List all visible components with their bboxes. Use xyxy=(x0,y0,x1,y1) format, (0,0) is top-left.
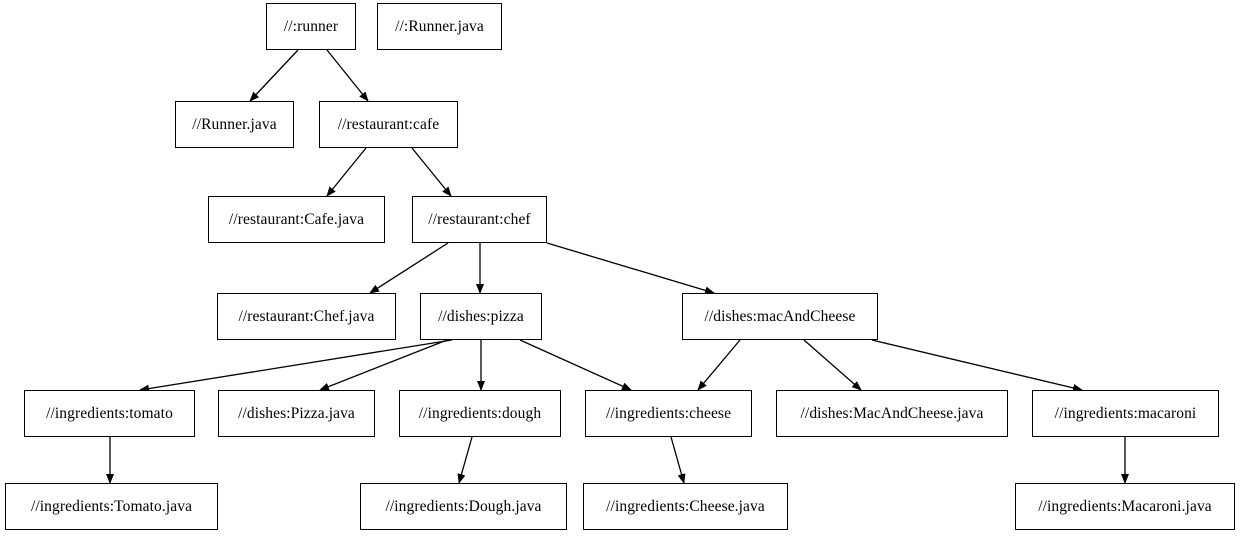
graph-node-macandcheese_java[interactable]: //dishes:MacAndCheese.java xyxy=(776,390,1008,437)
graph-node-cheese[interactable]: //ingredients:cheese xyxy=(585,390,752,437)
graph-node-label: //ingredients:macaroni xyxy=(1054,404,1197,422)
graph-node-label: //restaurant:cafe xyxy=(337,115,440,133)
graph-node-label: //ingredients:cheese xyxy=(605,404,732,422)
graph-node-label: //restaurant:Chef.java xyxy=(238,307,375,325)
graph-node-label: //ingredients:tomato xyxy=(46,404,173,422)
graph-node-runner_java[interactable]: //Runner.java xyxy=(175,101,294,148)
graph-edge-runner-to-cafe xyxy=(326,49,369,102)
graph-node-label: //restaurant:Cafe.java xyxy=(228,210,365,228)
graph-edge-pizza-to-cheese xyxy=(519,339,632,391)
graph-node-label: //:Runner.java xyxy=(395,17,484,35)
graph-node-pizza_java[interactable]: //dishes:Pizza.java xyxy=(218,390,375,437)
graph-edge-chef-to-chef_java xyxy=(369,242,449,294)
graph-node-label: //dishes:Pizza.java xyxy=(238,404,355,422)
graph-node-label: //ingredients:dough xyxy=(418,404,542,422)
graph-node-tomato_java[interactable]: //ingredients:Tomato.java xyxy=(5,483,218,530)
graph-node-runner_java_root[interactable]: //:Runner.java xyxy=(377,3,502,50)
graph-edge-macandcheese-to-macaroni xyxy=(871,339,1083,392)
graph-node-label: //ingredients:Tomato.java xyxy=(30,497,193,515)
graph-node-label: //Runner.java xyxy=(192,115,277,133)
graph-node-tomato[interactable]: //ingredients:tomato xyxy=(24,390,195,437)
graph-edge-cheese-to-cheese_java xyxy=(670,436,686,484)
graph-node-label: //ingredients:Macaroni.java xyxy=(1038,497,1212,515)
graph-node-label: //ingredients:Dough.java xyxy=(385,497,542,515)
graph-node-pizza[interactable]: //dishes:pizza xyxy=(420,293,542,340)
graph-node-macaroni_java[interactable]: //ingredients:Macaroni.java xyxy=(1015,483,1235,530)
graph-edge-dough-to-dough_java xyxy=(457,436,473,484)
graph-node-label: //restaurant:chef xyxy=(428,210,531,228)
graph-node-macaroni[interactable]: //ingredients:macaroni xyxy=(1032,390,1219,437)
graph-node-chef[interactable]: //restaurant:chef xyxy=(412,196,547,243)
graph-node-chef_java[interactable]: //restaurant:Chef.java xyxy=(217,293,396,340)
graph-edge-pizza-to-pizza_java xyxy=(319,339,448,391)
graph-node-dough_java[interactable]: //ingredients:Dough.java xyxy=(360,483,567,530)
graph-edge-pizza-to-tomato xyxy=(139,339,453,393)
graph-node-label: //dishes:macAndCheese xyxy=(704,307,856,325)
graph-node-runner[interactable]: //:runner xyxy=(266,3,356,50)
graph-node-label: //:runner xyxy=(283,17,339,35)
graph-edge-macandcheese-to-macandcheese_java xyxy=(803,339,862,391)
graph-edge-macandcheese-to-cheese xyxy=(697,339,741,391)
graph-node-cafe[interactable]: //restaurant:cafe xyxy=(319,101,458,148)
graph-node-cheese_java[interactable]: //ingredients:Cheese.java xyxy=(583,483,788,530)
graph-node-cafe_java[interactable]: //restaurant:Cafe.java xyxy=(208,196,385,243)
graph-node-dough[interactable]: //ingredients:dough xyxy=(399,390,561,437)
graph-node-label: //dishes:pizza xyxy=(438,307,524,325)
graph-edge-chef-to-macandcheese xyxy=(546,242,715,295)
graph-node-label: //ingredients:Cheese.java xyxy=(606,497,765,515)
graph-node-label: //dishes:MacAndCheese.java xyxy=(800,404,984,422)
graph-edge-cafe-to-cafe_java xyxy=(326,147,367,197)
graph-node-macandcheese[interactable]: //dishes:macAndCheese xyxy=(682,293,878,340)
graph-edge-runner-to-runner_java xyxy=(249,49,299,102)
graph-edge-cafe-to-chef xyxy=(411,147,452,197)
